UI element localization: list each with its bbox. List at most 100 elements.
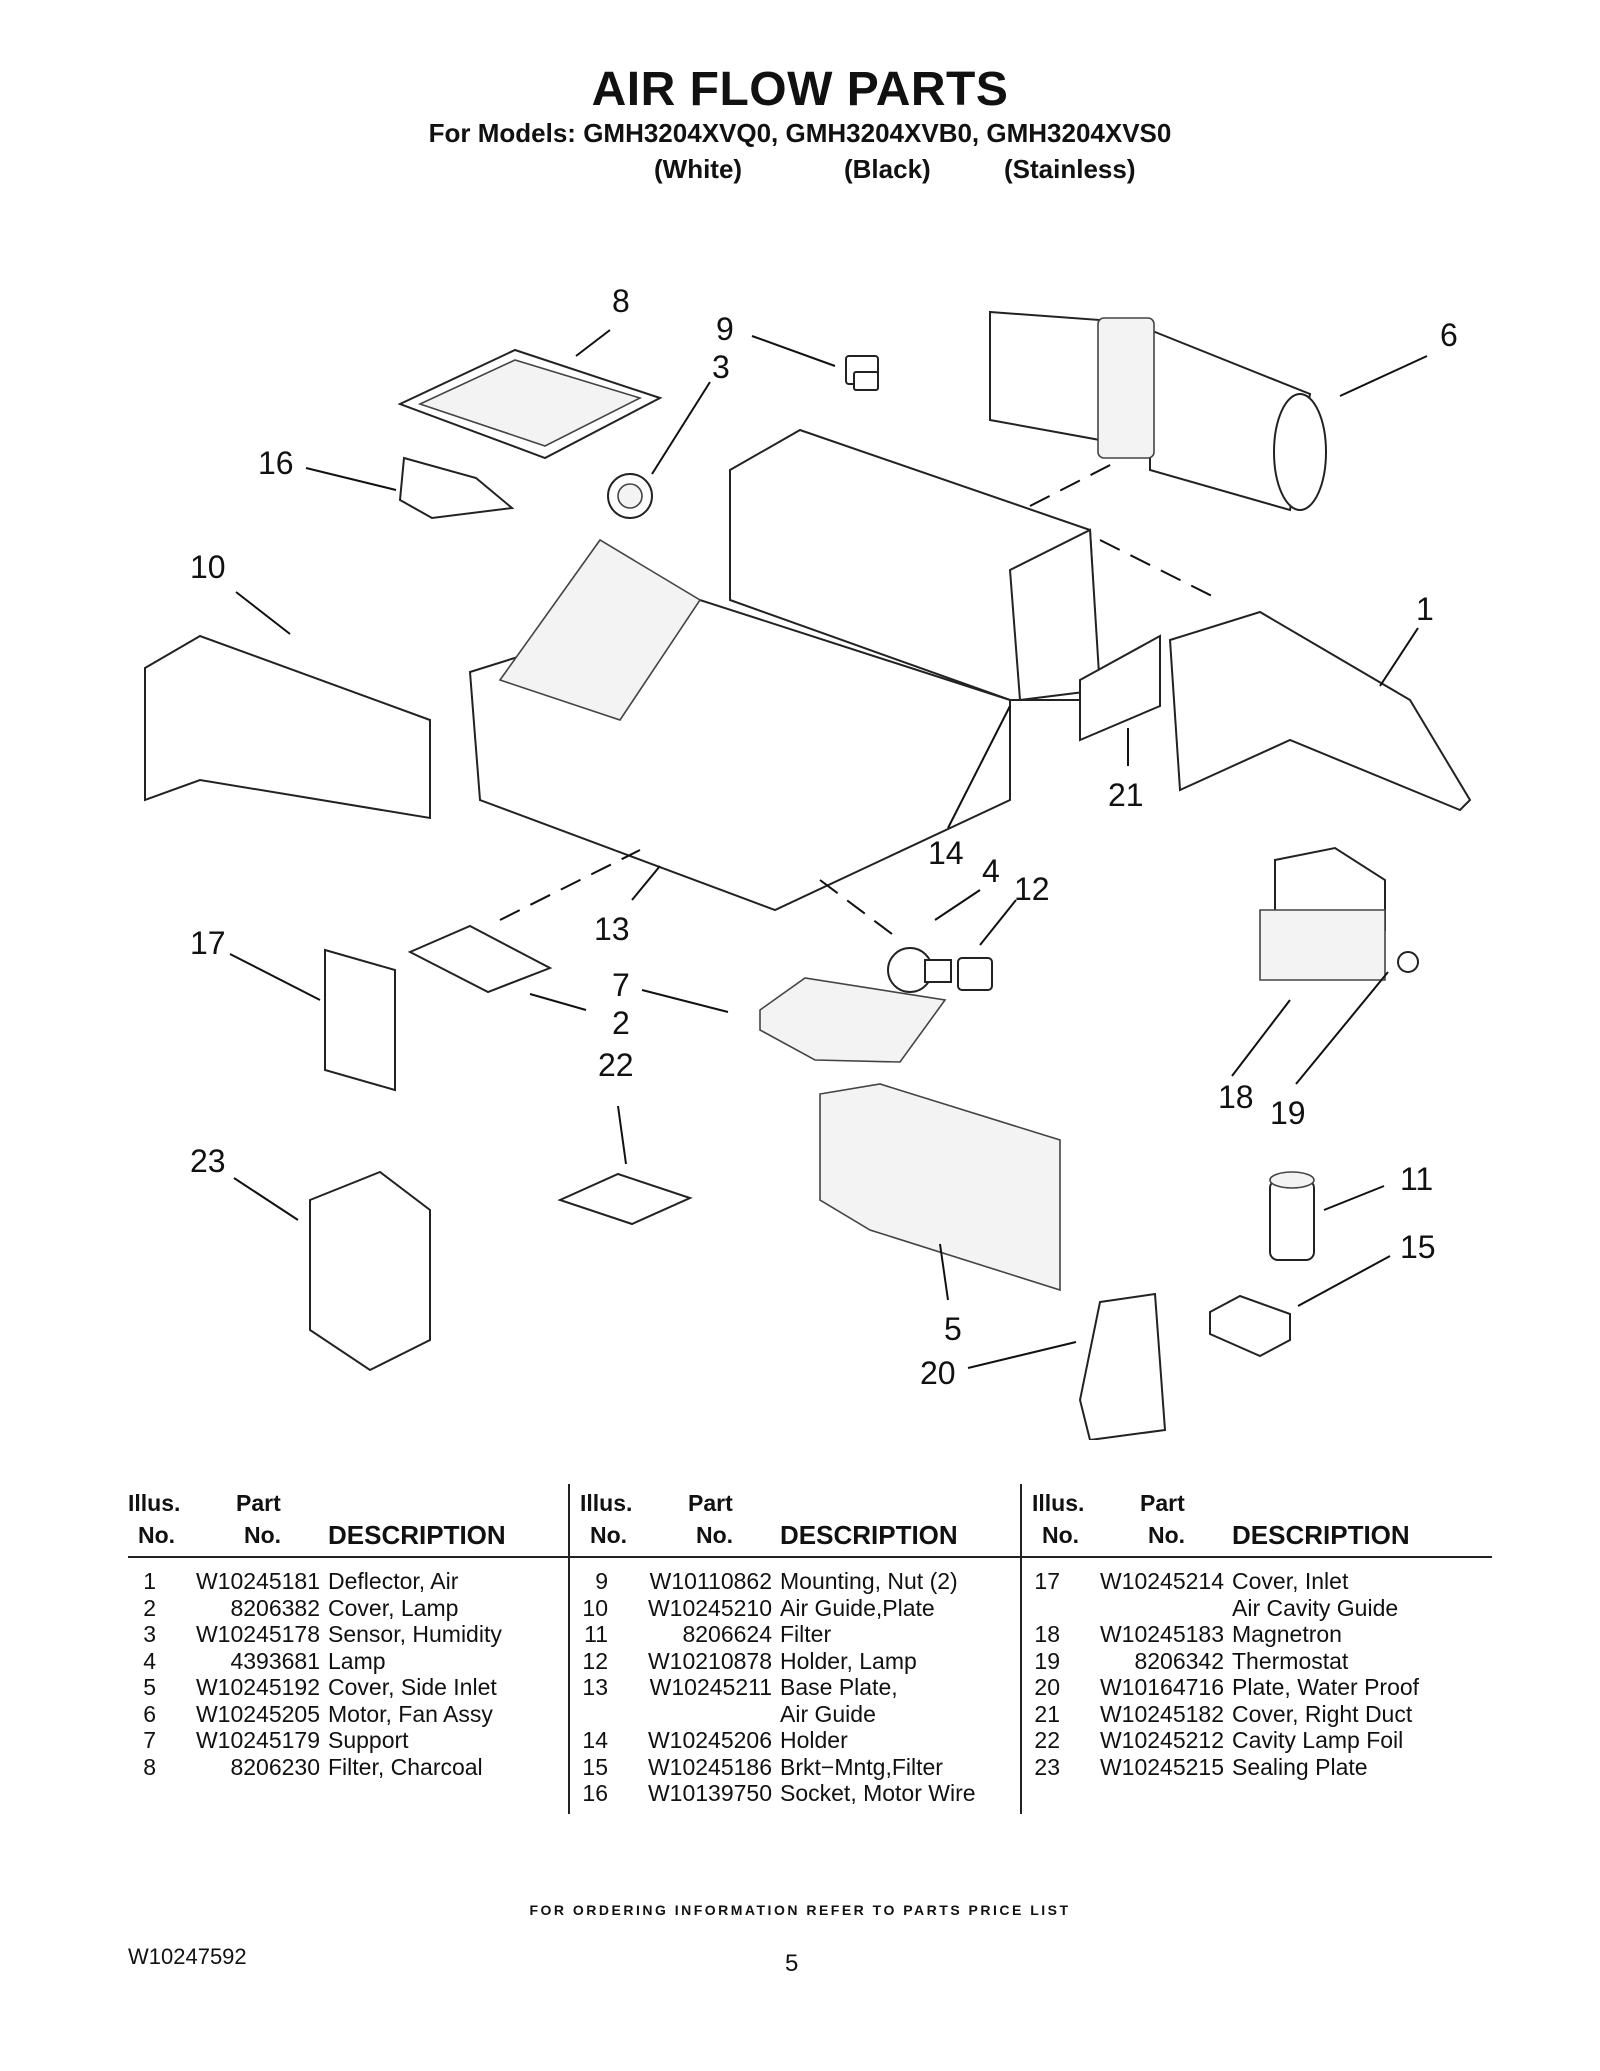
part-number: W10245214: [1099, 1568, 1224, 1594]
part-right-duct-cover: [1079, 634, 1161, 742]
callout-2: 2: [612, 1005, 630, 1041]
illus-number: 9: [595, 1568, 608, 1594]
callout-5: 5: [944, 1311, 962, 1347]
illus-number: 21: [1034, 1700, 1060, 1727]
part-number: W10245212: [1099, 1727, 1224, 1753]
part-magnetron: [1259, 846, 1386, 981]
illus-number: 17: [1034, 1568, 1060, 1594]
header-part: Part: [688, 1490, 733, 1516]
table-header: Illus. No. Part No. DESCRIPTION: [580, 1486, 1040, 1558]
part-description: Cover, Inlet: [1232, 1568, 1349, 1594]
header-description: DESCRIPTION: [1232, 1520, 1410, 1550]
callout-8: 8: [612, 283, 630, 319]
table-header: Illus. No. Part No. DESCRIPTION: [128, 1486, 588, 1558]
leader-lines: [229, 329, 1428, 1369]
exploded-parts-diagram: 8 9 3 6 16 10 1 14 21 4 12 17 13 7 2 22 …: [144, 283, 1472, 1440]
part-number: W10245211: [649, 1674, 772, 1700]
part-filter-bracket: [1209, 1294, 1291, 1358]
illus-number: 20: [1034, 1674, 1060, 1700]
part-number: 4393681: [230, 1647, 320, 1674]
header-part: Part: [236, 1490, 281, 1516]
illus-number: 23: [1034, 1753, 1060, 1780]
part-air-guide-plate: [144, 634, 431, 820]
illus-number: 15: [582, 1753, 608, 1780]
part-description: Air Guide: [780, 1700, 876, 1727]
header-part-no: No.: [696, 1522, 734, 1548]
finish-black: (Black): [844, 154, 931, 184]
table-row: Air Cavity Guide: [1032, 1595, 1492, 1622]
part-description: Lamp: [328, 1647, 386, 1674]
illus-number: 1: [143, 1568, 156, 1594]
illus-number: 16: [582, 1780, 608, 1806]
part-description: Mounting, Nut (2): [780, 1568, 958, 1594]
header-illus: Illus.: [128, 1490, 181, 1516]
illus-number: 18: [1034, 1621, 1060, 1647]
part-number: W10245181: [195, 1568, 320, 1594]
part-lamp-cover: [407, 924, 553, 994]
illus-number: 19: [1034, 1647, 1060, 1674]
part-number: W10210878: [647, 1647, 772, 1674]
part-number: W10245182: [1099, 1700, 1224, 1727]
header-part-no: No.: [244, 1522, 282, 1548]
illus-number: 10: [582, 1594, 608, 1621]
part-thermostat: [1397, 951, 1419, 973]
table-row: Air Guide: [580, 1701, 1040, 1728]
header-part: Part: [1140, 1490, 1185, 1516]
part-description: Brkt−Mntg,Filter: [780, 1753, 943, 1780]
illus-number: 2: [143, 1594, 156, 1621]
illus-number: 13: [582, 1674, 608, 1700]
callout-14: 14: [928, 835, 964, 871]
illus-number: 12: [582, 1647, 608, 1674]
callout-17: 17: [190, 925, 226, 961]
part-description: Sealing Plate: [1232, 1753, 1368, 1780]
table-row: 15 W10245186 Brkt−Mntg,Filter: [580, 1754, 1040, 1781]
part-charcoal-filter: [397, 348, 663, 460]
part-mounting-nut: [845, 355, 879, 391]
callout-15: 15: [1400, 1229, 1436, 1265]
header-illus: Illus.: [580, 1490, 633, 1516]
part-number: W10245186: [647, 1753, 772, 1780]
callout-7: 7: [612, 967, 630, 1003]
models-line: For Models: GMH3204XVQ0, GMH3204XVB0, GM…: [428, 118, 1172, 148]
page-title: AIR FLOW PARTS: [591, 63, 1009, 116]
illus-number: 11: [584, 1621, 608, 1647]
header-description: DESCRIPTION: [780, 1520, 958, 1550]
illus-number: 22: [1034, 1727, 1060, 1753]
part-number: 8206624: [682, 1621, 772, 1647]
part-number: W10245192: [195, 1674, 320, 1700]
part-support: [759, 977, 947, 1063]
part-air-deflector: [1168, 610, 1472, 812]
part-description: Air Cavity Guide: [1232, 1594, 1399, 1621]
finish-stainless: (Stainless): [1004, 154, 1136, 184]
part-description: Magnetron: [1232, 1621, 1342, 1647]
part-motor-wire-socket: [398, 456, 515, 520]
part-number: W10164716: [1099, 1674, 1224, 1700]
callout-3: 3: [712, 349, 730, 385]
part-number: 8206382: [230, 1594, 320, 1621]
part-number: W10245210: [647, 1594, 772, 1621]
part-lamp: [887, 947, 952, 993]
illus-number: 7: [143, 1727, 156, 1753]
callout-1: 1: [1416, 591, 1434, 627]
illus-number: 5: [143, 1674, 156, 1700]
part-description: Filter: [780, 1621, 832, 1647]
ordering-note: FOR ORDERING INFORMATION REFER TO PARTS …: [529, 1902, 1071, 1918]
